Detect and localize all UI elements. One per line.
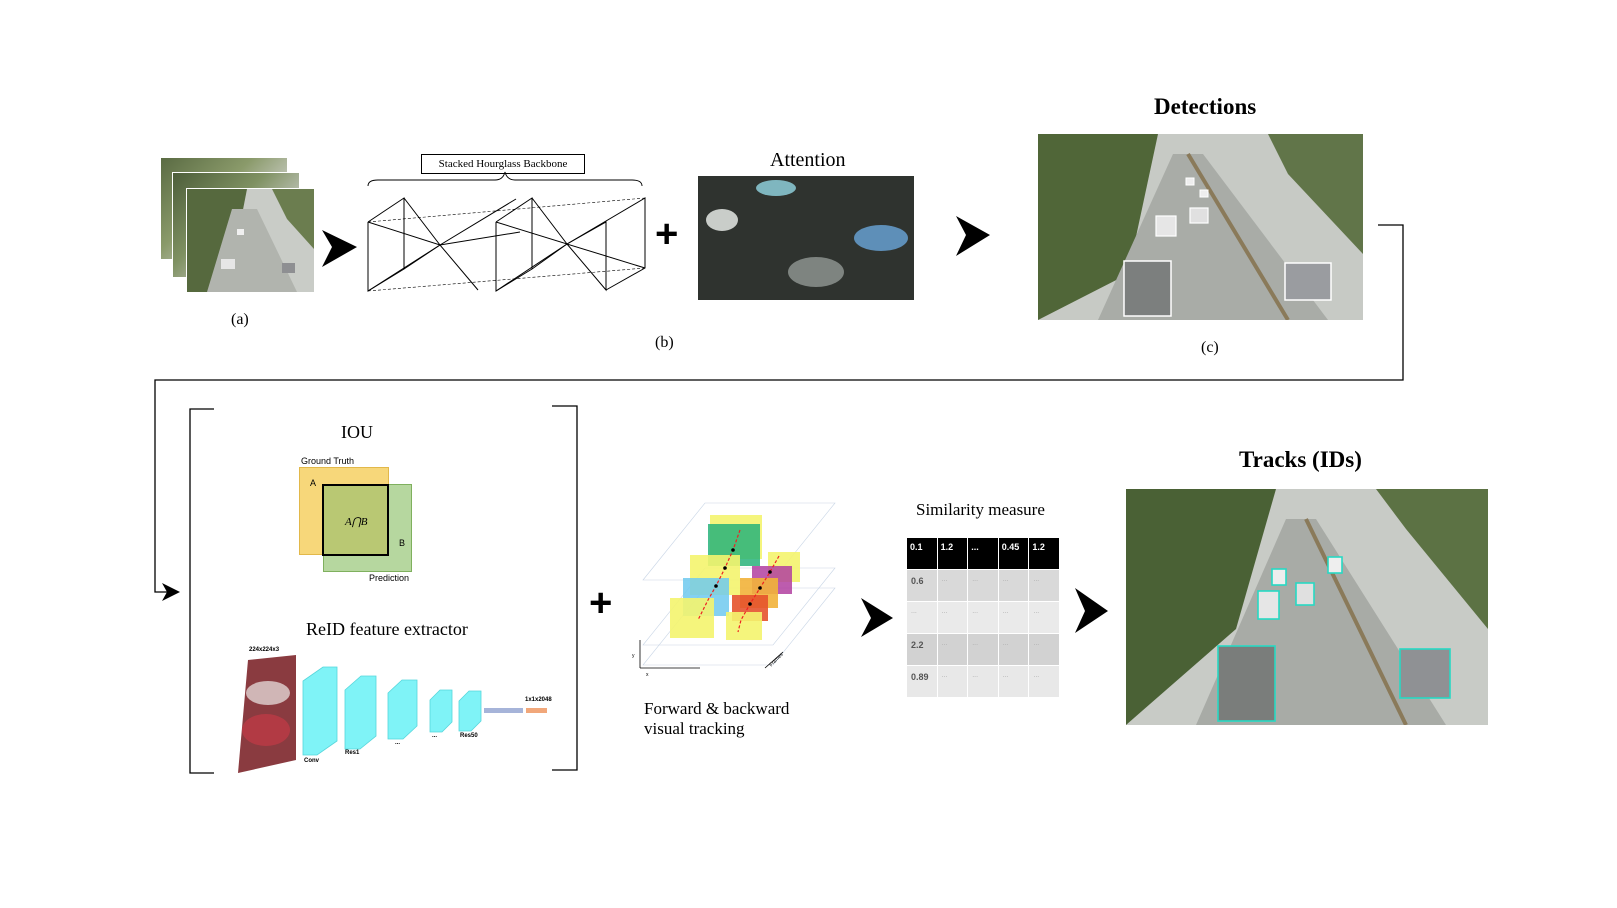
similarity-cell: ... xyxy=(1029,570,1059,601)
similarity-cell: ... xyxy=(998,570,1029,601)
reid-layer-label: Res50 xyxy=(460,733,478,739)
arrow-icon xyxy=(1075,588,1108,633)
similarity-cell: ... xyxy=(1029,634,1059,665)
backbone-label: Stacked Hourglass Backbone xyxy=(438,158,568,170)
similarity-cell: ... xyxy=(968,666,998,697)
similarity-cell: ... xyxy=(998,634,1029,665)
iou-b-label: B xyxy=(399,538,406,548)
reid-layer-label: ... xyxy=(395,740,401,746)
tracks-title: Tracks (IDs) xyxy=(1239,447,1362,472)
reid-output-block xyxy=(526,708,547,713)
reid-layer-label: Conv xyxy=(304,758,319,764)
attention-title: Attention xyxy=(770,149,846,171)
attention-map xyxy=(698,176,914,300)
plus-icon: + xyxy=(589,581,613,625)
plus-icon: + xyxy=(655,212,679,256)
similarity-cell: ... xyxy=(937,602,968,633)
similarity-cell: ... xyxy=(968,570,998,601)
similarity-header-cell: 0.45 xyxy=(998,538,1029,569)
tracks-image xyxy=(1126,489,1488,725)
arrow-icon xyxy=(322,230,357,267)
tracking-axis-frames: Frames xyxy=(768,651,785,669)
reid-block xyxy=(302,666,482,756)
reid-layer-label: Res1 xyxy=(345,750,360,756)
input-frame-scene xyxy=(187,189,314,292)
similarity-cell: ... xyxy=(937,666,968,697)
iou-ground-truth-label: Ground Truth xyxy=(301,456,355,466)
similarity-cell: 0.6 xyxy=(907,570,937,601)
similarity-cell: ... xyxy=(968,602,998,633)
similarity-header-cell: 1.2 xyxy=(1029,538,1059,569)
similarity-cell: ... xyxy=(968,634,998,665)
stage-a-caption: (a) xyxy=(231,311,249,328)
similarity-cell: ... xyxy=(907,602,937,633)
reid-output-size: 1x1x2048 xyxy=(525,697,552,703)
tracking-axis-x: x xyxy=(646,672,649,678)
similarity-header-cell: 0.1 xyxy=(907,538,937,569)
iou-title: IOU xyxy=(341,422,373,442)
similarity-header-cell: ... xyxy=(968,538,998,569)
iou-prediction-label: Prediction xyxy=(369,573,410,583)
similarity-header-cell: 1.2 xyxy=(937,538,968,569)
similarity-cell: ... xyxy=(998,602,1029,633)
arrow-icon xyxy=(861,598,893,637)
similarity-cell: 2.2 xyxy=(907,634,937,665)
similarity-cell: ... xyxy=(1029,666,1059,697)
reid-layer-label: ... xyxy=(432,733,438,739)
iou-intersection-box xyxy=(322,484,389,556)
similarity-cell: ... xyxy=(937,634,968,665)
detections-image xyxy=(1038,134,1363,320)
detections-title: Detections xyxy=(1154,94,1257,119)
similarity-cell: ... xyxy=(998,666,1029,697)
similarity-cell: 0.89 xyxy=(907,666,937,697)
tracking-axis-y: y xyxy=(632,653,635,659)
tracking-caption-line1: Forward & backward xyxy=(644,699,790,718)
input-frame-front xyxy=(186,188,315,293)
backbone-label-box: Stacked Hourglass Backbone xyxy=(421,154,585,174)
arrow-icon xyxy=(162,583,180,601)
similarity-cell: ... xyxy=(1029,602,1059,633)
iou-intersection-label: A⋂B xyxy=(345,516,368,528)
tracking-caption-line2: visual tracking xyxy=(644,719,745,738)
arrow-icon xyxy=(956,216,990,256)
similarity-cell: ... xyxy=(937,570,968,601)
reid-input-size: 224x224x3 xyxy=(249,647,280,653)
similarity-title: Similarity measure xyxy=(916,500,1045,519)
iou-a-label: A xyxy=(310,478,317,488)
reid-fc-block xyxy=(484,708,523,713)
reid-input-image xyxy=(238,655,296,773)
stage-c-caption: (c) xyxy=(1201,339,1219,356)
reid-title: ReID feature extractor xyxy=(306,619,468,639)
stage-b-caption: (b) xyxy=(655,334,674,351)
